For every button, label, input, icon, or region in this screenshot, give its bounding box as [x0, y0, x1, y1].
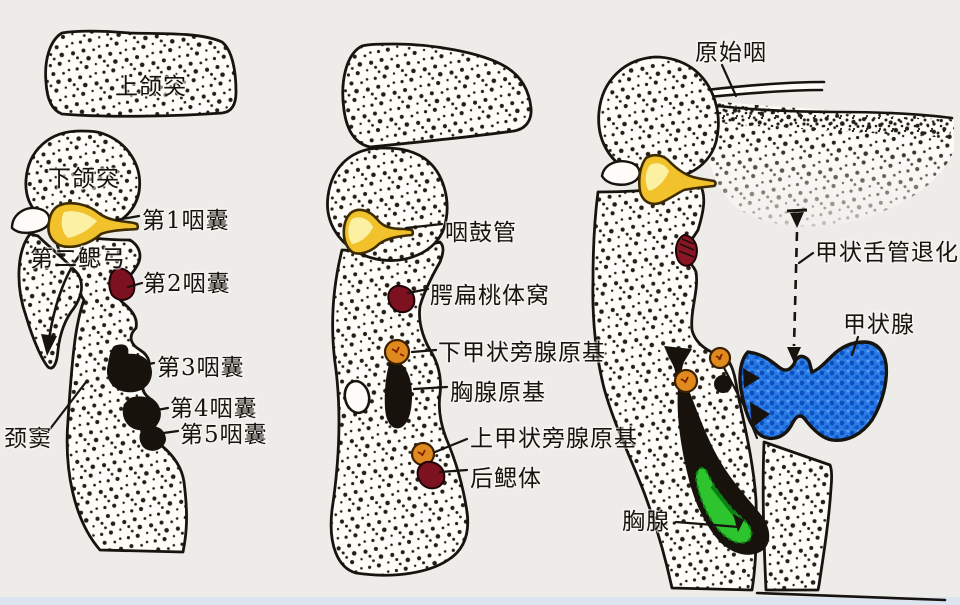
maxillary-process-shape-2 — [341, 42, 533, 149]
label-pouch5: 第5咽囊 — [180, 422, 268, 448]
pharyngeal-pouch-4-shape — [122, 396, 161, 431]
pointer-line-pouch5 — [140, 429, 180, 438]
labels-layer: 上颌突 下颌突 第1咽囊 第二鳃弓 第2咽囊 第3咽囊 第4咽囊 第5咽囊 颈窦… — [3, 39, 960, 537]
auditory-tube-highlight — [348, 217, 373, 244]
pointer-line-thyroglossal — [797, 251, 815, 265]
tubotympanic-highlight — [645, 163, 669, 191]
label-mandibular-process: 下颌突 — [48, 166, 120, 192]
label-thymus: 胸腺 — [622, 509, 670, 535]
baseline-edge — [755, 591, 947, 602]
panel-stage-2 — [326, 42, 677, 577]
label-thyroid-gland: 甲状腺 — [843, 312, 915, 338]
duct-bottom-arrow — [787, 347, 801, 363]
second-arch-flap-shape — [17, 232, 83, 370]
pointer-line-cervical-sinus — [48, 380, 88, 431]
label-pouch2: 第2咽囊 — [143, 271, 231, 297]
pointer-line-auditory-tube — [404, 222, 444, 230]
thyroid-gland-shape — [738, 340, 889, 442]
bottom-edge-strip — [0, 597, 960, 605]
descending-funnel-shape — [664, 346, 692, 377]
pointer-line-thymus-primordium — [412, 385, 449, 391]
pointer-line-inferior-parathyroid — [410, 348, 438, 354]
label-thymus-primordium: 胸腺原基 — [450, 380, 546, 406]
thyroglossal-duct-dashed-line — [792, 231, 799, 347]
right-column-shape — [761, 440, 834, 592]
pharyngeal-pouch-2-shape — [108, 266, 136, 301]
thymus-primordium-shape — [384, 360, 412, 429]
label-maxillary-process: 上颌突 — [115, 74, 187, 100]
pharynx-fade — [700, 142, 960, 247]
label-auditory-tube: 咽鼓管 — [445, 220, 517, 246]
primordium-marks — [391, 346, 405, 357]
label-superior-parathyroid-primordium: 上甲状旁腺原基 — [470, 426, 638, 452]
palatine-tonsil-fossa-shape — [387, 284, 416, 314]
duct-top-arrow — [790, 212, 804, 228]
pointer-line-pouch2 — [126, 281, 144, 289]
pointer-line-tonsil-fossa — [406, 287, 430, 295]
thyroid-arrow-2 — [750, 402, 770, 428]
growth-arrow-head — [41, 334, 57, 356]
cleft-hook-notch-3 — [600, 160, 641, 186]
label-cervical-sinus: 颈窦 — [4, 426, 52, 452]
pointer-line-pouch1 — [114, 214, 141, 222]
vesicle-oval — [343, 379, 371, 415]
thymus-core-arrow — [733, 514, 744, 532]
thymus-shape — [677, 372, 770, 555]
label-pouch4: 第4咽囊 — [170, 396, 258, 422]
growth-direction-arrow — [47, 253, 82, 342]
ultimobranchial-body-shape — [416, 460, 446, 490]
fossa-hatching — [678, 238, 695, 258]
thyroid-gland-group — [738, 340, 889, 442]
duct-top-bar — [786, 208, 808, 213]
pointer-line-pouch4 — [144, 406, 170, 414]
label-primitive-pharynx: 原始咽 — [695, 40, 767, 66]
pharynx-floor-edge — [699, 102, 954, 120]
pharynx-roof-line — [704, 80, 826, 92]
pointer-line-primitive-pharynx — [720, 63, 738, 98]
thyroid-arrow-1 — [743, 368, 760, 388]
thyroglossal-duct-group — [786, 208, 808, 363]
pouch-1-highlight — [61, 211, 97, 238]
label-pouch3: 第3咽囊 — [157, 355, 245, 381]
label-ultimobranchial-body: 后鳃体 — [470, 466, 542, 492]
label-arch2: 第二鳃弓 — [30, 246, 126, 272]
pointer-line-ultimobranchial — [438, 468, 469, 474]
label-inferior-parathyroid-primordium: 下甲状旁腺原基 — [438, 340, 606, 366]
pointer-line-superior-parathyroid — [433, 437, 469, 454]
pointer-line-pouch3 — [128, 361, 156, 370]
panel-stage-3 — [591, 55, 960, 602]
maxillary-process-shape — [44, 29, 238, 118]
panel-stage-1 — [10, 29, 238, 554]
dark-body-shape — [714, 375, 732, 393]
thymus-core-vein — [710, 484, 739, 520]
label-pouch1: 第1咽囊 — [142, 208, 230, 234]
parathyroid-marks-3b — [715, 353, 723, 361]
pharynx-floor-inner-line — [706, 88, 824, 99]
pointer-line-thyroid — [850, 335, 860, 357]
primordium-marks-2 — [417, 449, 426, 457]
pointer-line-thymus — [674, 520, 741, 529]
parathyroid-marks-3a — [680, 376, 689, 384]
label-palatine-tonsil-fossa: 腭扁桃体窝 — [430, 283, 550, 309]
label-thyroglossal-duct: 甲状舌管退化 — [815, 240, 959, 266]
pharyngeal-pouch-5-shape — [139, 426, 166, 451]
